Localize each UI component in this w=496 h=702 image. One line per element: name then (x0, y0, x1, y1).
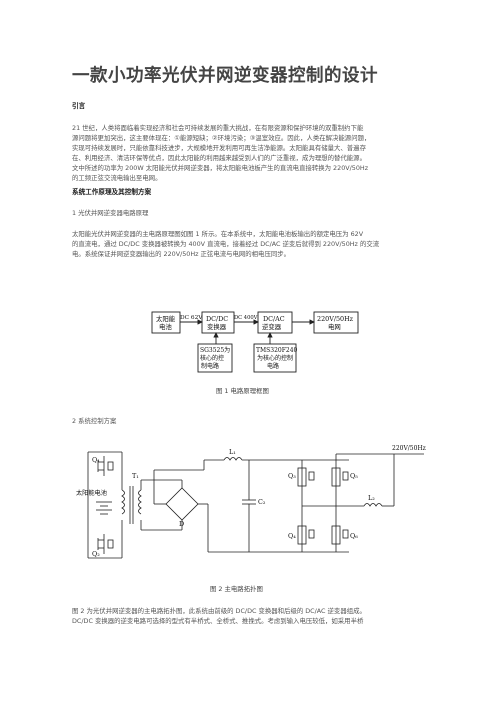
text-line: 图 2 为光伏并网逆变器的主电路拓扑图，此系统由前级的 DC/DC 变换器和后级… (72, 607, 366, 615)
tms-label-3: 电路 (267, 362, 279, 370)
grid-label-1: 220V/50Hz (317, 315, 354, 323)
text-line: DC/DC 变换器的逆变电路可选择的型式有半桥式、全桥式、推挽式。考虑到输入电压… (72, 617, 364, 625)
dcac-label-1: DC/AC (263, 315, 285, 323)
intro-heading: 引言 (72, 102, 86, 110)
q4-label: Q₄ (288, 532, 296, 540)
l2-label: L₂ (368, 494, 375, 502)
solar-cell-label: 太阳能电池 (76, 489, 107, 497)
text-line: 太阳能光伏并网逆变器的主电路原理图如图 1 所示。在本系统中，太阳能电池板输出的… (72, 230, 364, 238)
figure-1-block-diagram: 太阳能 电池 DC 62V DC/DC 变换器 DC 400V DC/AC 逆变… (151, 311, 359, 373)
document-title: 一款小功率光伏并网逆变器控制的设计 (72, 66, 378, 86)
dcac-label-2: 逆变器 (262, 322, 282, 331)
solar-label-2: 电池 (159, 322, 172, 331)
dcdc-label-1: DC/DC (206, 315, 228, 323)
tms320-block (253, 343, 297, 373)
dc400-label: DC 400V (234, 315, 258, 321)
text-line: 的工频正弦交流电输出至电网。 (72, 174, 162, 182)
tms-label-2: 为核心的控制 (257, 354, 293, 362)
intro-paragraph: 21 世纪，人类将面临着实现经济和社会可持续发展的重大挑战，在有限资源和保护环境… (72, 123, 370, 183)
figure-2-caption: 图 2 主电路拓扑图 (210, 585, 263, 593)
grid-voltage-label: 220V/50Hz (392, 445, 426, 452)
subsection-1-heading: 1 光伏并网逆变器电路原理 (72, 209, 149, 217)
subsection-2-heading: 2 系统控制方案 (72, 417, 117, 425)
principle-paragraph: 太阳能光伏并网逆变器的主电路原理图如图 1 所示。在本系统中，太阳能电池板输出的… (72, 229, 379, 259)
text-line: 的直流电，通过 DC/DC 变换器被转换为 400V 直流电，接着经过 DC/A… (72, 240, 380, 248)
text-line: 21 世纪，人类将面临着实现经济和社会可持续发展的重大挑战，在有限资源和保护环境… (72, 124, 364, 132)
l1-label: L₁ (229, 448, 236, 456)
figure-1-caption: 图 1 电路原理框图 (216, 387, 269, 395)
c2-label: C₂ (258, 498, 266, 506)
sg-label-3: 制电路 (201, 362, 219, 370)
text-line: 实现可持续发展时，只能依靠科技进步，大规模地开发利用可再生洁净能源。太阳能具有储… (72, 144, 366, 152)
diode-label: D (179, 520, 184, 528)
sg-label-1: SG3525为 (200, 346, 230, 354)
topology-paragraph: 图 2 为光伏并网逆变器的主电路拓扑图，此系统由前级的 DC/DC 变换器和后级… (72, 606, 366, 626)
q6-label: Q₆ (350, 532, 358, 540)
dcdc-label-2: 变换器 (207, 322, 227, 331)
solar-cell-block (151, 311, 181, 334)
q1-label: Q₁ (92, 456, 100, 464)
q5-label: Q₅ (350, 472, 358, 480)
solar-label-1: 太阳能 (156, 314, 176, 323)
text-line: 文中所述的功率为 200W 太阳能光伏并网逆变器，将太阳能电池板产生的直流电直接… (72, 164, 369, 172)
figure-2-circuit-topology: Q₁ Q₂ T₁ 太阳能电池 D L₁ C₂ Q₃ Q₅ Q₄ Q₆ L₂ 22… (76, 445, 426, 559)
q3-label: Q₃ (288, 472, 296, 480)
t1-label: T₁ (132, 472, 139, 480)
text-line: 源问题将更加突出，这主要体现在：①能源短缺；②环境污染；③温室效应。因此，人类在… (72, 134, 371, 142)
sg-label-2: 核心的控 (200, 354, 224, 362)
tms-label-1: TMS320F240 (256, 347, 298, 354)
section-heading: 系统工作原理及其控制方案 (72, 188, 152, 196)
text-line: 在、利用经济、清洁环保等优点，因此太阳能的利用越来越受到人们的广泛重视，成为理想… (72, 154, 366, 162)
q2-label: Q₂ (92, 550, 100, 558)
sg3525-block (197, 343, 233, 373)
grid-label-2: 电网 (328, 322, 341, 331)
text-line: 电。系统保证并网逆变器输出的 220V/50Hz 正弦电流与电网的相电压同步。 (72, 250, 291, 258)
dc62-label: DC 62V (180, 315, 203, 321)
